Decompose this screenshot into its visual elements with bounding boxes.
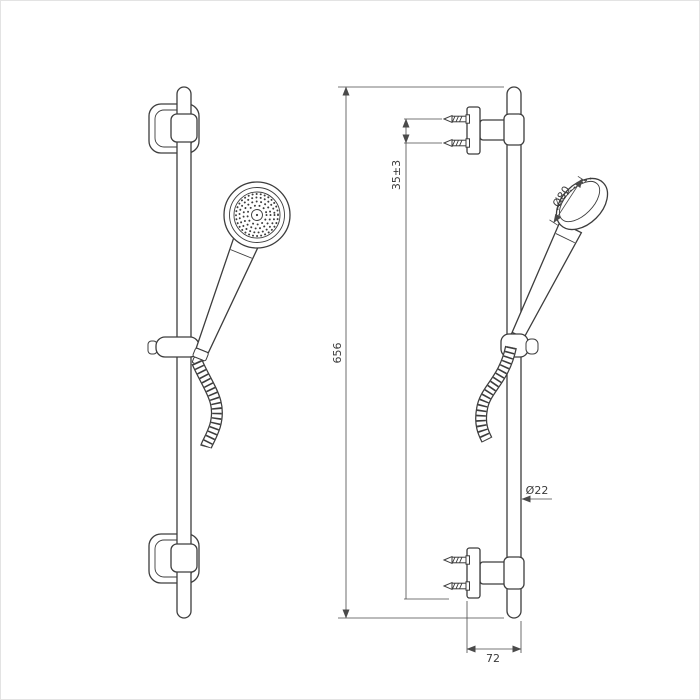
rail-collar-top-front — [170, 113, 198, 143]
rail-collar-bottom-side — [503, 556, 525, 590]
front-view — [147, 86, 291, 619]
slider-holder-front — [147, 336, 200, 358]
fixing-screw-bottom-upper — [443, 555, 470, 565]
wall-plate-top-side — [466, 106, 510, 155]
rail-collar-bottom-front — [170, 543, 198, 573]
shower-hose-side — [475, 345, 517, 443]
dim-label-overall-height: 656 — [331, 343, 344, 364]
dim-label-mount-hole-spacing: 35±3 — [390, 160, 403, 190]
dimension-overall-height: 656 — [331, 86, 504, 619]
dim-label-wall-projection: 72 — [486, 652, 500, 665]
fixing-screw-top-upper — [443, 114, 470, 124]
shower-head-front — [223, 181, 291, 249]
fixing-screw-top-lower — [443, 138, 470, 148]
side-view — [443, 86, 609, 619]
dim-label-rail-diameter: Ø22 — [526, 484, 549, 497]
wall-plate-bottom-side — [466, 547, 510, 599]
fixing-screw-bottom-lower — [443, 581, 470, 591]
shower-hose-front — [191, 359, 223, 449]
rail-collar-top-side — [503, 113, 525, 146]
dimension-mount-hole-spacing: 35±3 — [390, 118, 449, 600]
dimension-rail-diameter: Ø22 — [521, 484, 552, 503]
handset-handle-front — [192, 237, 259, 367]
dimension-wall-projection: 72 — [466, 601, 522, 665]
